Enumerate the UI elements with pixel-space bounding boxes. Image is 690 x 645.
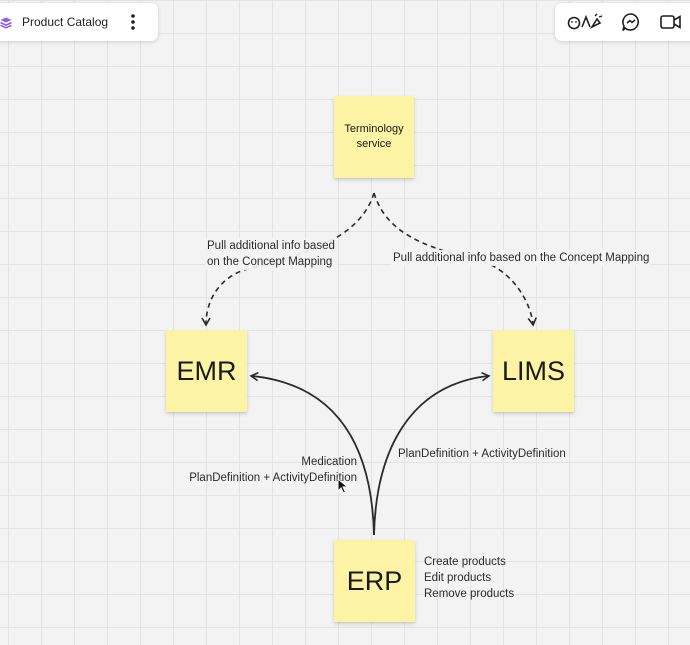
video-icon[interactable] [659,11,683,33]
edge-label-line: PlanDefinition + ActivityDefinition [189,472,357,484]
edge-label-erp-to-emr[interactable]: Medication PlanDefinition + ActivityDefi… [176,454,357,486]
edge-label-line: Pull additional info based [207,240,335,252]
board-header: Product Catalog [0,3,158,41]
chat-icon[interactable] [620,11,642,33]
sticky-terminology-service[interactable]: Terminology service [334,96,414,178]
sticky-text: ERP [346,565,403,596]
edge-label-line: Pull additional info based on the Concep… [393,252,650,264]
edge-label-line: on the Concept Mapping [207,256,333,268]
sticky-text: LIMS [501,355,566,386]
erp-note-line: Edit products [424,572,492,584]
edge-label-line: PlanDefinition + ActivityDefinition [398,448,566,460]
collaboration-toolbar [555,3,690,41]
sticky-text: Terminology service [344,123,404,150]
erp-note-line: Remove products [424,588,515,600]
sticky-emr[interactable]: EMR [166,330,247,412]
edge-erp-to-lims[interactable] [373,371,491,536]
erp-notes-text[interactable]: Create products Edit products Remove pro… [424,554,514,602]
vertical-ellipsis-icon[interactable] [124,12,142,32]
edge-label-line: Medication [301,456,357,468]
edge-erp-to-emr[interactable] [249,371,375,536]
mouse-cursor-icon [337,478,349,494]
reactions-icon[interactable] [567,11,603,33]
edge-label-term-to-lims[interactable]: Pull additional info based on the Concep… [391,250,652,266]
sticky-erp[interactable]: ERP [334,540,415,622]
board-title[interactable]: Product Catalog [22,15,109,29]
edge-label-term-to-emr[interactable]: Pull additional info based on the Concep… [205,238,337,270]
edge-label-erp-to-lims[interactable]: PlanDefinition + ActivityDefinition [398,446,566,462]
layers-icon[interactable] [0,16,12,29]
erp-note-line: Create products [424,556,506,568]
sticky-lims[interactable]: LIMS [493,330,574,412]
sticky-text: EMR [176,355,237,386]
